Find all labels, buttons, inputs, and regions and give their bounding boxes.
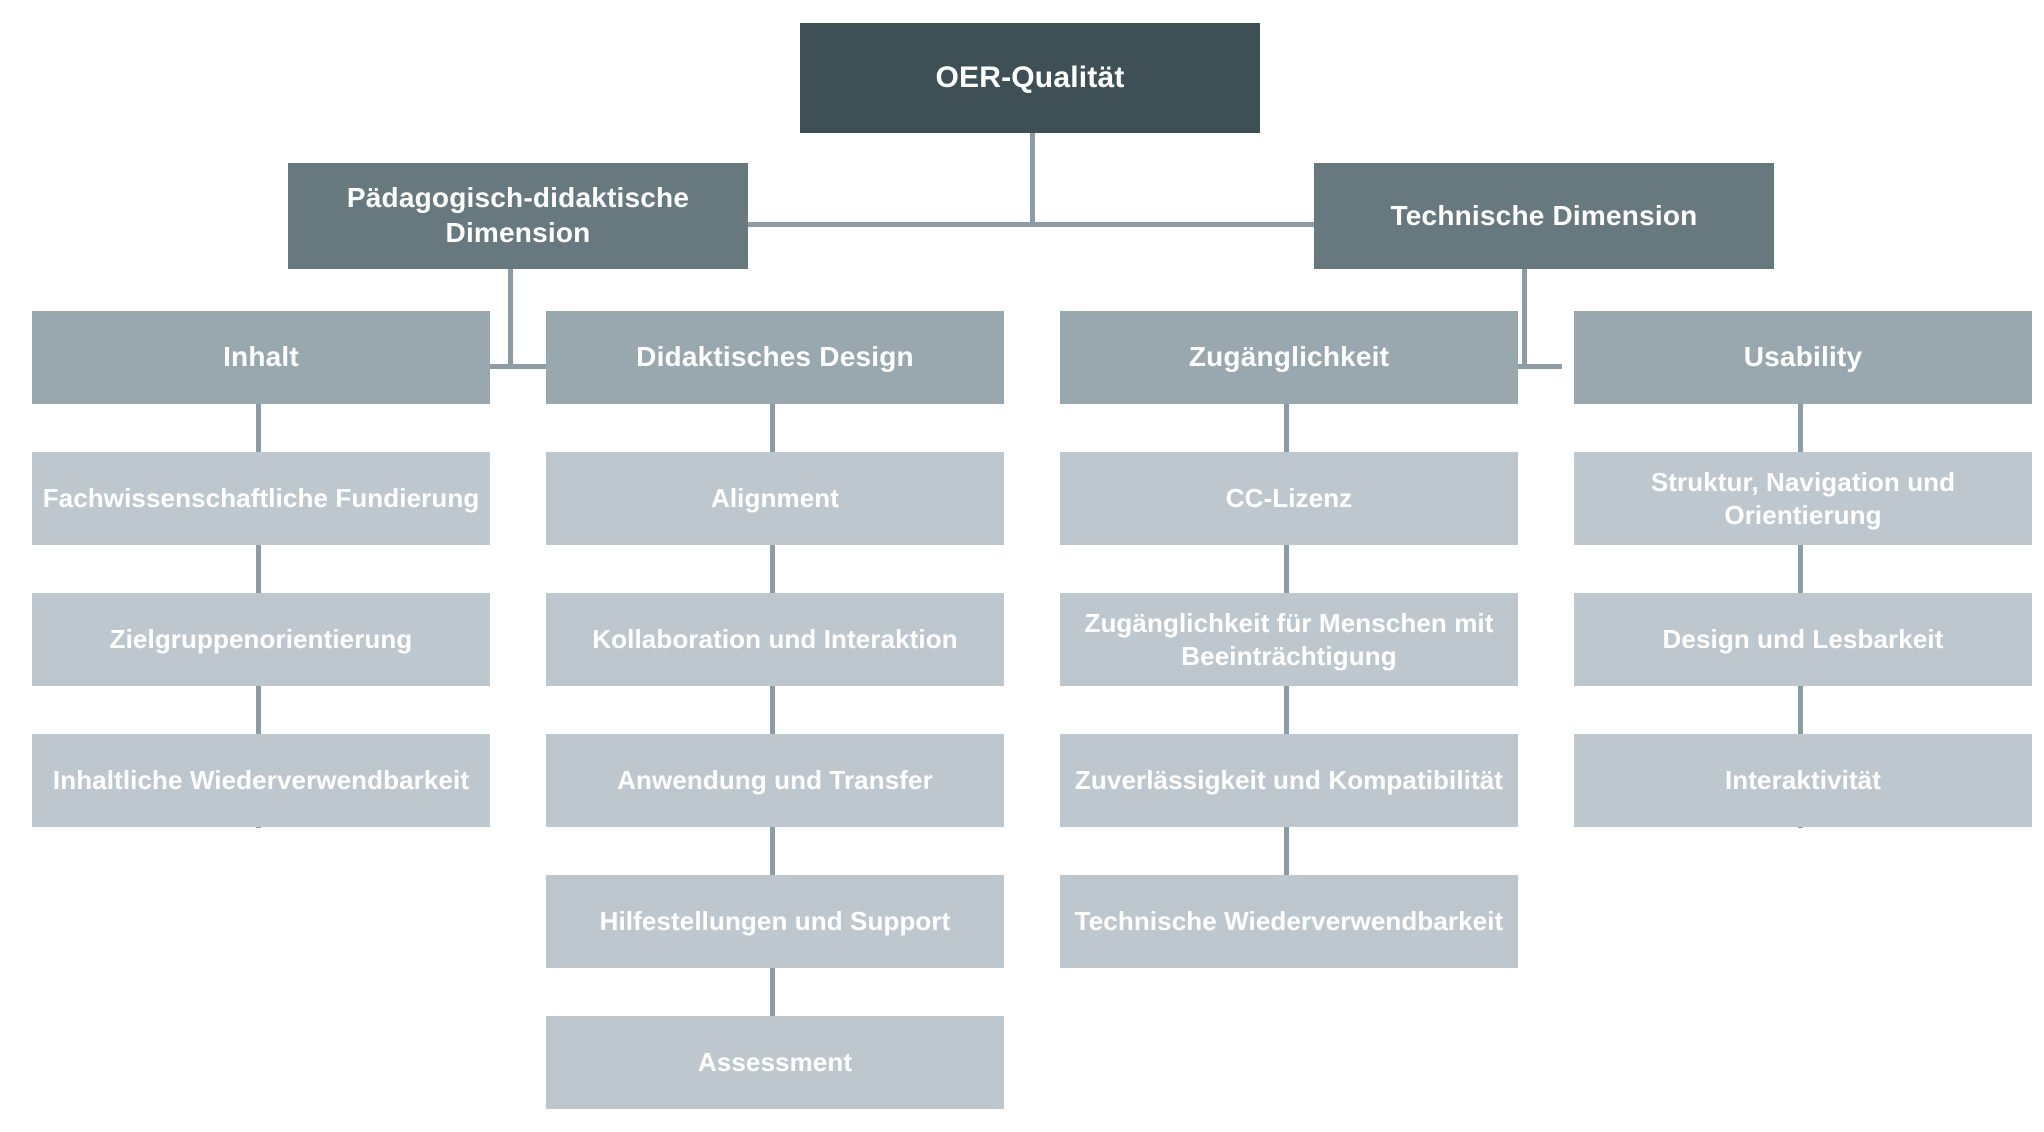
node-leaf-label: Design und Lesbarkeit <box>1662 624 1944 655</box>
node-leaf-label: Zielgruppenorientierung <box>109 624 413 655</box>
connector-col3-spine <box>1284 404 1289 968</box>
connector-root-bus <box>740 222 1322 227</box>
node-root-oer-qualitaet[interactable]: OER-Qualität <box>800 23 1260 133</box>
node-leaf-anwendung-und-transfer[interactable]: Anwendung und Transfer <box>546 734 1004 827</box>
node-leaf-label: Fachwissenschaftliche Fundierung <box>42 483 480 514</box>
node-leaf-label: Interaktivität <box>1724 765 1881 796</box>
node-category-label: Didaktisches Design <box>636 341 914 373</box>
node-leaf-kollaboration-und-interaktion[interactable]: Kollaboration und Interaktion <box>546 593 1004 686</box>
node-leaf-label: Zuverlässigkeit und Kompatibilität <box>1074 765 1504 796</box>
node-root-label: OER-Qualität <box>935 61 1125 95</box>
node-category-label: Usability <box>1743 341 1863 373</box>
node-dimension-label: Pädagogisch-didaktische Dimension <box>346 182 690 248</box>
node-leaf-hilfestellungen-und-support[interactable]: Hilfestellungen und Support <box>546 875 1004 968</box>
node-leaf-zuverlaessigkeit-und-kompatibilitaet[interactable]: Zuverlässigkeit und Kompatibilität <box>1060 734 1518 827</box>
node-category-didaktisches-design[interactable]: Didaktisches Design <box>546 311 1004 404</box>
node-leaf-label: Alignment <box>710 483 839 514</box>
node-dimension-technische[interactable]: Technische Dimension <box>1314 163 1774 269</box>
node-leaf-zugaenglichkeit-fuer-menschen-mit-beeintraechtigung[interactable]: Zugänglichkeit für Menschen mit Beeinträ… <box>1060 593 1518 686</box>
node-leaf-zielgruppenorientierung[interactable]: Zielgruppenorientierung <box>32 593 490 686</box>
connector-dim-left-bus <box>490 364 548 369</box>
connector-dim-left-stem <box>508 269 513 367</box>
node-category-label: Zugänglichkeit <box>1188 341 1390 373</box>
node-leaf-label: Assessment <box>697 1047 853 1078</box>
node-leaf-label: CC-Lizenz <box>1225 483 1353 514</box>
node-category-inhalt[interactable]: Inhalt <box>32 311 490 404</box>
node-leaf-inhaltliche-wiederverwendbarkeit[interactable]: Inhaltliche Wiederverwendbarkeit <box>32 734 490 827</box>
node-dimension-label: Technische Dimension <box>1390 199 1698 231</box>
node-leaf-label: Hilfestellungen und Support <box>599 906 951 937</box>
connector-root-stem <box>1030 133 1035 225</box>
node-leaf-label: Anwendung und Transfer <box>617 765 933 796</box>
node-leaf-assessment[interactable]: Assessment <box>546 1016 1004 1109</box>
node-leaf-design-und-lesbarkeit[interactable]: Design und Lesbarkeit <box>1574 593 2032 686</box>
node-category-label: Inhalt <box>223 341 299 373</box>
node-leaf-technische-wiederverwendbarkeit[interactable]: Technische Wiederverwendbarkeit <box>1060 875 1518 968</box>
node-leaf-struktur-navigation-und-orientierung[interactable]: Struktur, Navigation und Orientierung <box>1574 452 2032 545</box>
node-dimension-paedagogisch-didaktisch[interactable]: Pädagogisch-didaktische Dimension <box>288 163 748 269</box>
node-leaf-label: Zugänglichkeit für Menschen mit Beeinträ… <box>1084 608 1494 671</box>
connector-dim-right-bus <box>1504 364 1562 369</box>
connector-dim-right-stem <box>1522 269 1527 367</box>
node-leaf-label: Inhaltliche Wiederverwendbarkeit <box>52 765 470 796</box>
node-leaf-interaktivitaet[interactable]: Interaktivität <box>1574 734 2032 827</box>
node-leaf-cc-lizenz[interactable]: CC-Lizenz <box>1060 452 1518 545</box>
node-leaf-label: Kollaboration und Interaktion <box>592 624 958 655</box>
node-leaf-fachwissenschaftliche-fundierung[interactable]: Fachwissenschaftliche Fundierung <box>32 452 490 545</box>
node-category-zugaenglichkeit[interactable]: Zugänglichkeit <box>1060 311 1518 404</box>
node-leaf-label: Struktur, Navigation und Orientierung <box>1650 467 1956 530</box>
node-category-usability[interactable]: Usability <box>1574 311 2032 404</box>
node-leaf-alignment[interactable]: Alignment <box>546 452 1004 545</box>
node-leaf-label: Technische Wiederverwendbarkeit <box>1074 906 1504 937</box>
